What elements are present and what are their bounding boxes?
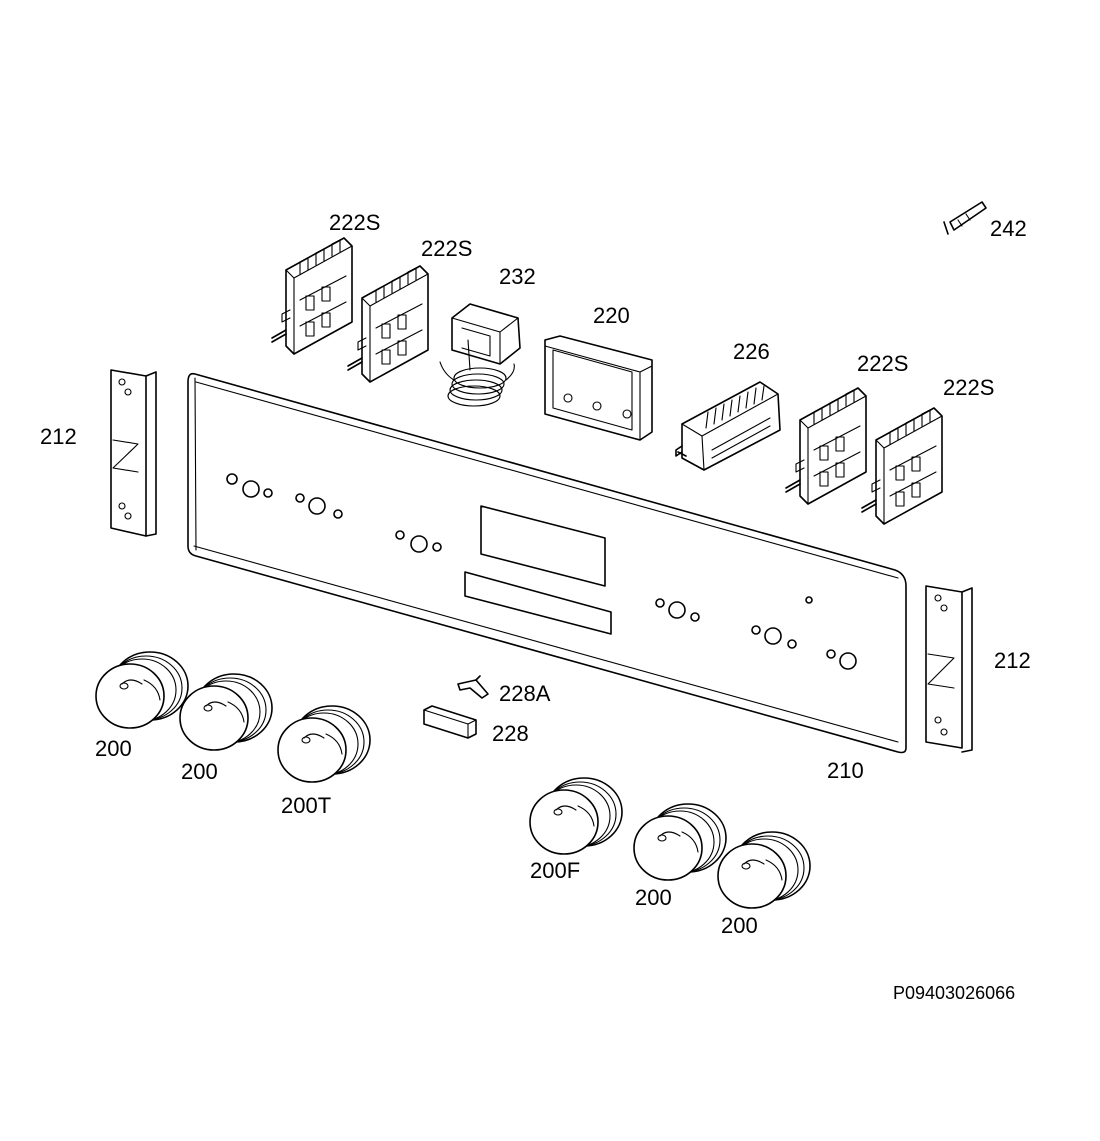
side-bracket-left [110,369,157,537]
label-222s-4: 222S [943,375,995,400]
thermostat-232 [439,303,521,407]
label-232: 232 [499,264,536,289]
label-200-1: 200 [95,736,132,761]
label-200-4: 200 [721,913,758,938]
label-200-2: 200 [181,759,218,784]
label-200f: 200F [530,858,581,883]
part-228a [457,675,489,699]
label-212-left: 212 [40,424,77,449]
control-panel-210 [187,372,907,754]
knob-200f [529,777,623,855]
label-210: 210 [827,758,864,783]
rotary-switch-222s-4 [861,407,943,525]
label-226: 226 [733,339,770,364]
knob-200-3 [633,803,727,881]
part-228 [423,705,477,739]
label-222s-1: 222S [329,210,381,235]
label-242: 242 [990,216,1027,241]
label-222s-3: 222S [857,351,909,376]
knob-200-4 [717,831,811,909]
side-bracket-right [925,585,973,753]
label-222s-2: 222S [421,236,473,261]
selector-switch-226 [675,381,781,471]
knob-200t [277,705,371,783]
rotary-switch-222s-1 [271,237,353,355]
knob-200-2 [179,673,273,751]
label-228a: 228A [499,681,551,706]
diagram-reference-code: P09403026066 [893,983,1016,1003]
knob-200-1 [95,651,189,729]
label-212-right: 212 [994,648,1031,673]
label-200-3: 200 [635,885,672,910]
rotary-switch-222s-3 [785,387,867,505]
label-228: 228 [492,721,529,746]
rotary-switch-222s-2 [347,265,429,383]
display-module-220 [544,335,653,441]
label-220: 220 [593,303,630,328]
part-242 [943,201,987,235]
label-200t: 200T [281,793,332,818]
